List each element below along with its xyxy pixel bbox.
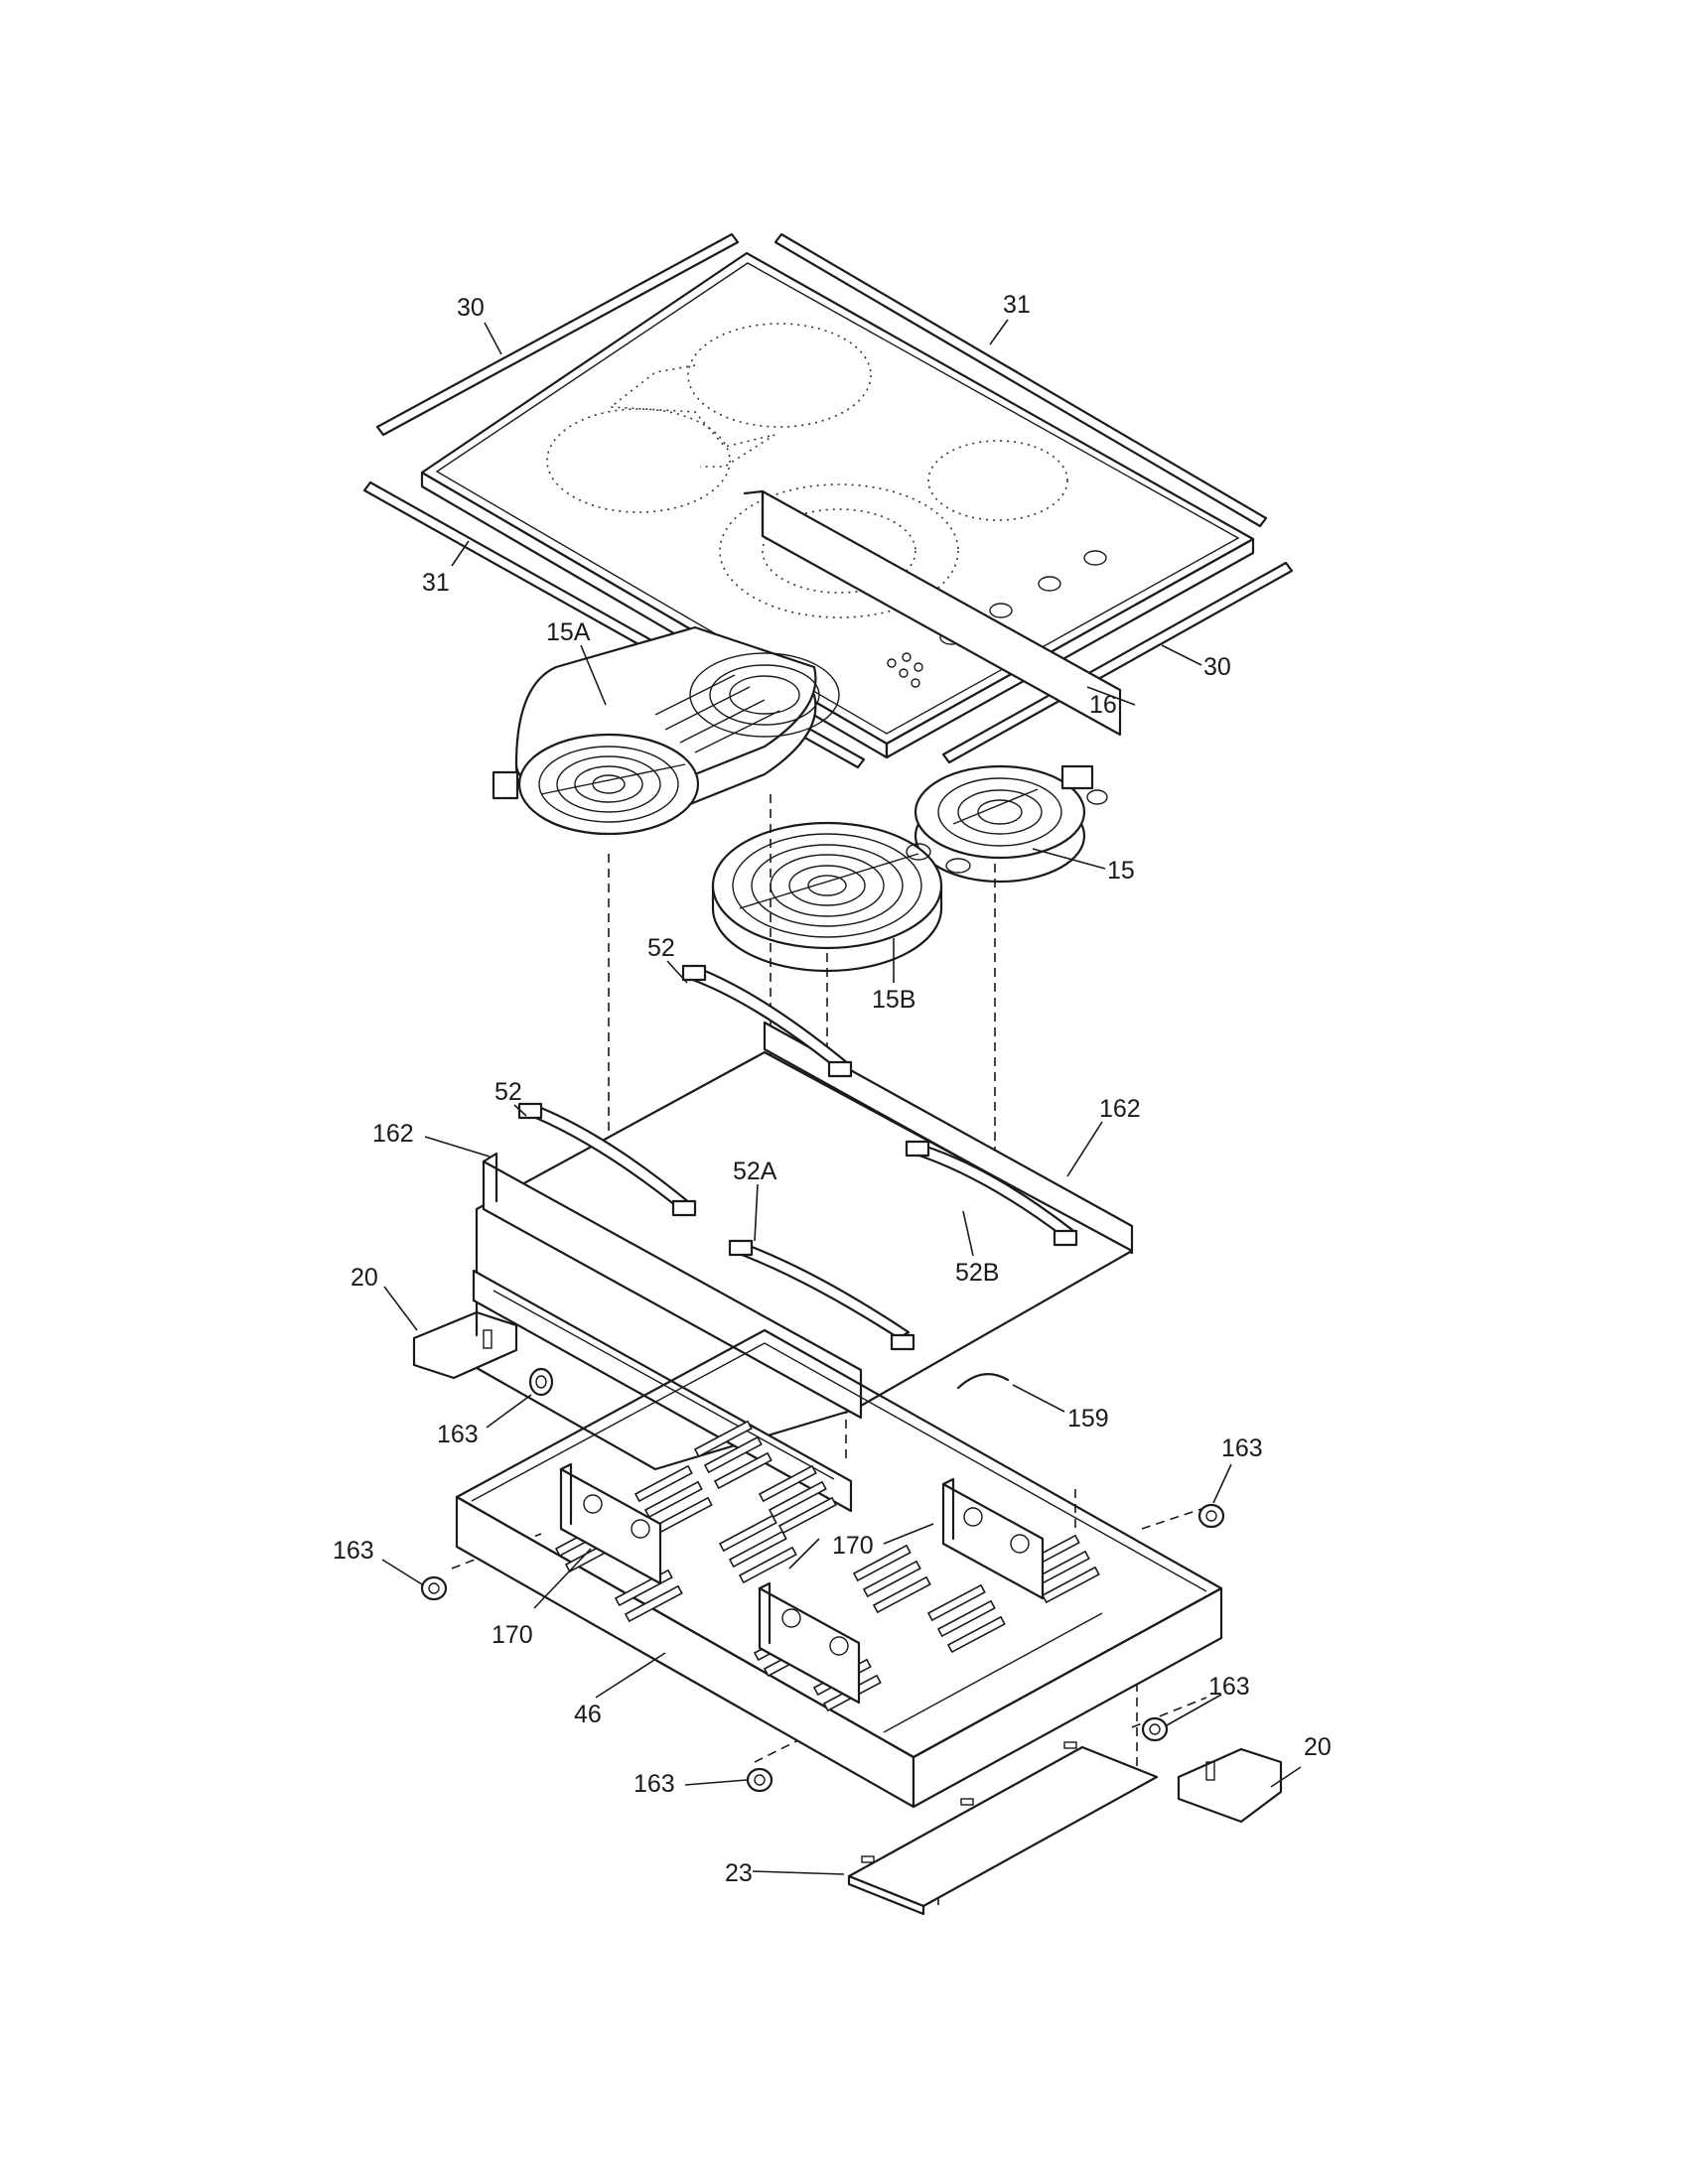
label-30: 30	[457, 294, 485, 322]
label-20: 20	[1304, 1733, 1332, 1761]
label-31: 31	[1003, 291, 1031, 319]
divider-170-left	[559, 1462, 662, 1585]
burner-box-46	[455, 1328, 1223, 1809]
bracket-20-right	[1177, 1747, 1283, 1824]
label-52a: 52A	[733, 1158, 777, 1185]
label-15a: 15A	[546, 618, 591, 646]
bracket-162-left	[472, 1152, 863, 1513]
divider-170-right	[941, 1477, 1045, 1600]
part-labels: 30 31 31 30 16 15A 15 15B 52 52 52A 52B …	[333, 291, 1332, 1887]
label-52b: 52B	[955, 1259, 999, 1287]
burner-outline-right	[927, 440, 1068, 521]
label-15b: 15B	[872, 986, 915, 1014]
label-16: 16	[1089, 691, 1117, 719]
trim-strip-30-right	[941, 561, 1294, 764]
trim-strip-31-right	[774, 232, 1268, 528]
divider-170-center	[758, 1581, 861, 1705]
label-163: 163	[633, 1770, 675, 1798]
small-burner-element-15	[914, 764, 1108, 884]
label-52: 52	[647, 934, 675, 962]
burner-outline-front-center	[719, 483, 959, 618]
label-46: 46	[574, 1701, 602, 1728]
grommet-163-a	[528, 1367, 554, 1397]
grommet-163-b	[420, 1575, 448, 1601]
large-burner-element-15b	[711, 821, 943, 973]
label-163: 163	[437, 1421, 479, 1448]
mounting-strap-52b	[905, 1140, 1078, 1247]
label-15: 15	[1107, 857, 1135, 885]
label-30: 30	[1203, 653, 1231, 681]
label-31: 31	[422, 569, 450, 597]
label-163: 163	[1208, 1673, 1250, 1701]
label-52: 52	[494, 1078, 522, 1106]
mounting-strap-52a	[728, 1239, 915, 1351]
label-20: 20	[351, 1264, 378, 1292]
bracket-162-right	[743, 489, 1134, 1255]
grommet-163-e	[746, 1767, 774, 1793]
grommet-163-c	[1197, 1503, 1225, 1529]
label-163: 163	[1221, 1434, 1263, 1462]
label-159: 159	[1067, 1405, 1109, 1433]
label-162: 162	[372, 1120, 414, 1148]
label-163: 163	[333, 1537, 374, 1565]
burner-outline-back-center	[608, 323, 872, 468]
label-162: 162	[1099, 1095, 1141, 1123]
mounting-strap-52-left	[517, 1102, 697, 1217]
label-170: 170	[832, 1532, 874, 1560]
bracket-20-left	[412, 1310, 518, 1380]
burner-outline-back-left	[546, 408, 731, 513]
dual-burner-element-15a	[492, 625, 840, 836]
label-170: 170	[492, 1621, 533, 1649]
trim-strip-30-left	[375, 232, 740, 437]
grommet-163-d	[1141, 1716, 1169, 1742]
leader-lines	[381, 319, 1302, 1875]
mounting-strap-52-right	[681, 964, 853, 1078]
bottom-cover-23	[847, 1741, 1159, 1916]
indicator-lights	[887, 652, 923, 688]
label-23: 23	[725, 1859, 753, 1887]
